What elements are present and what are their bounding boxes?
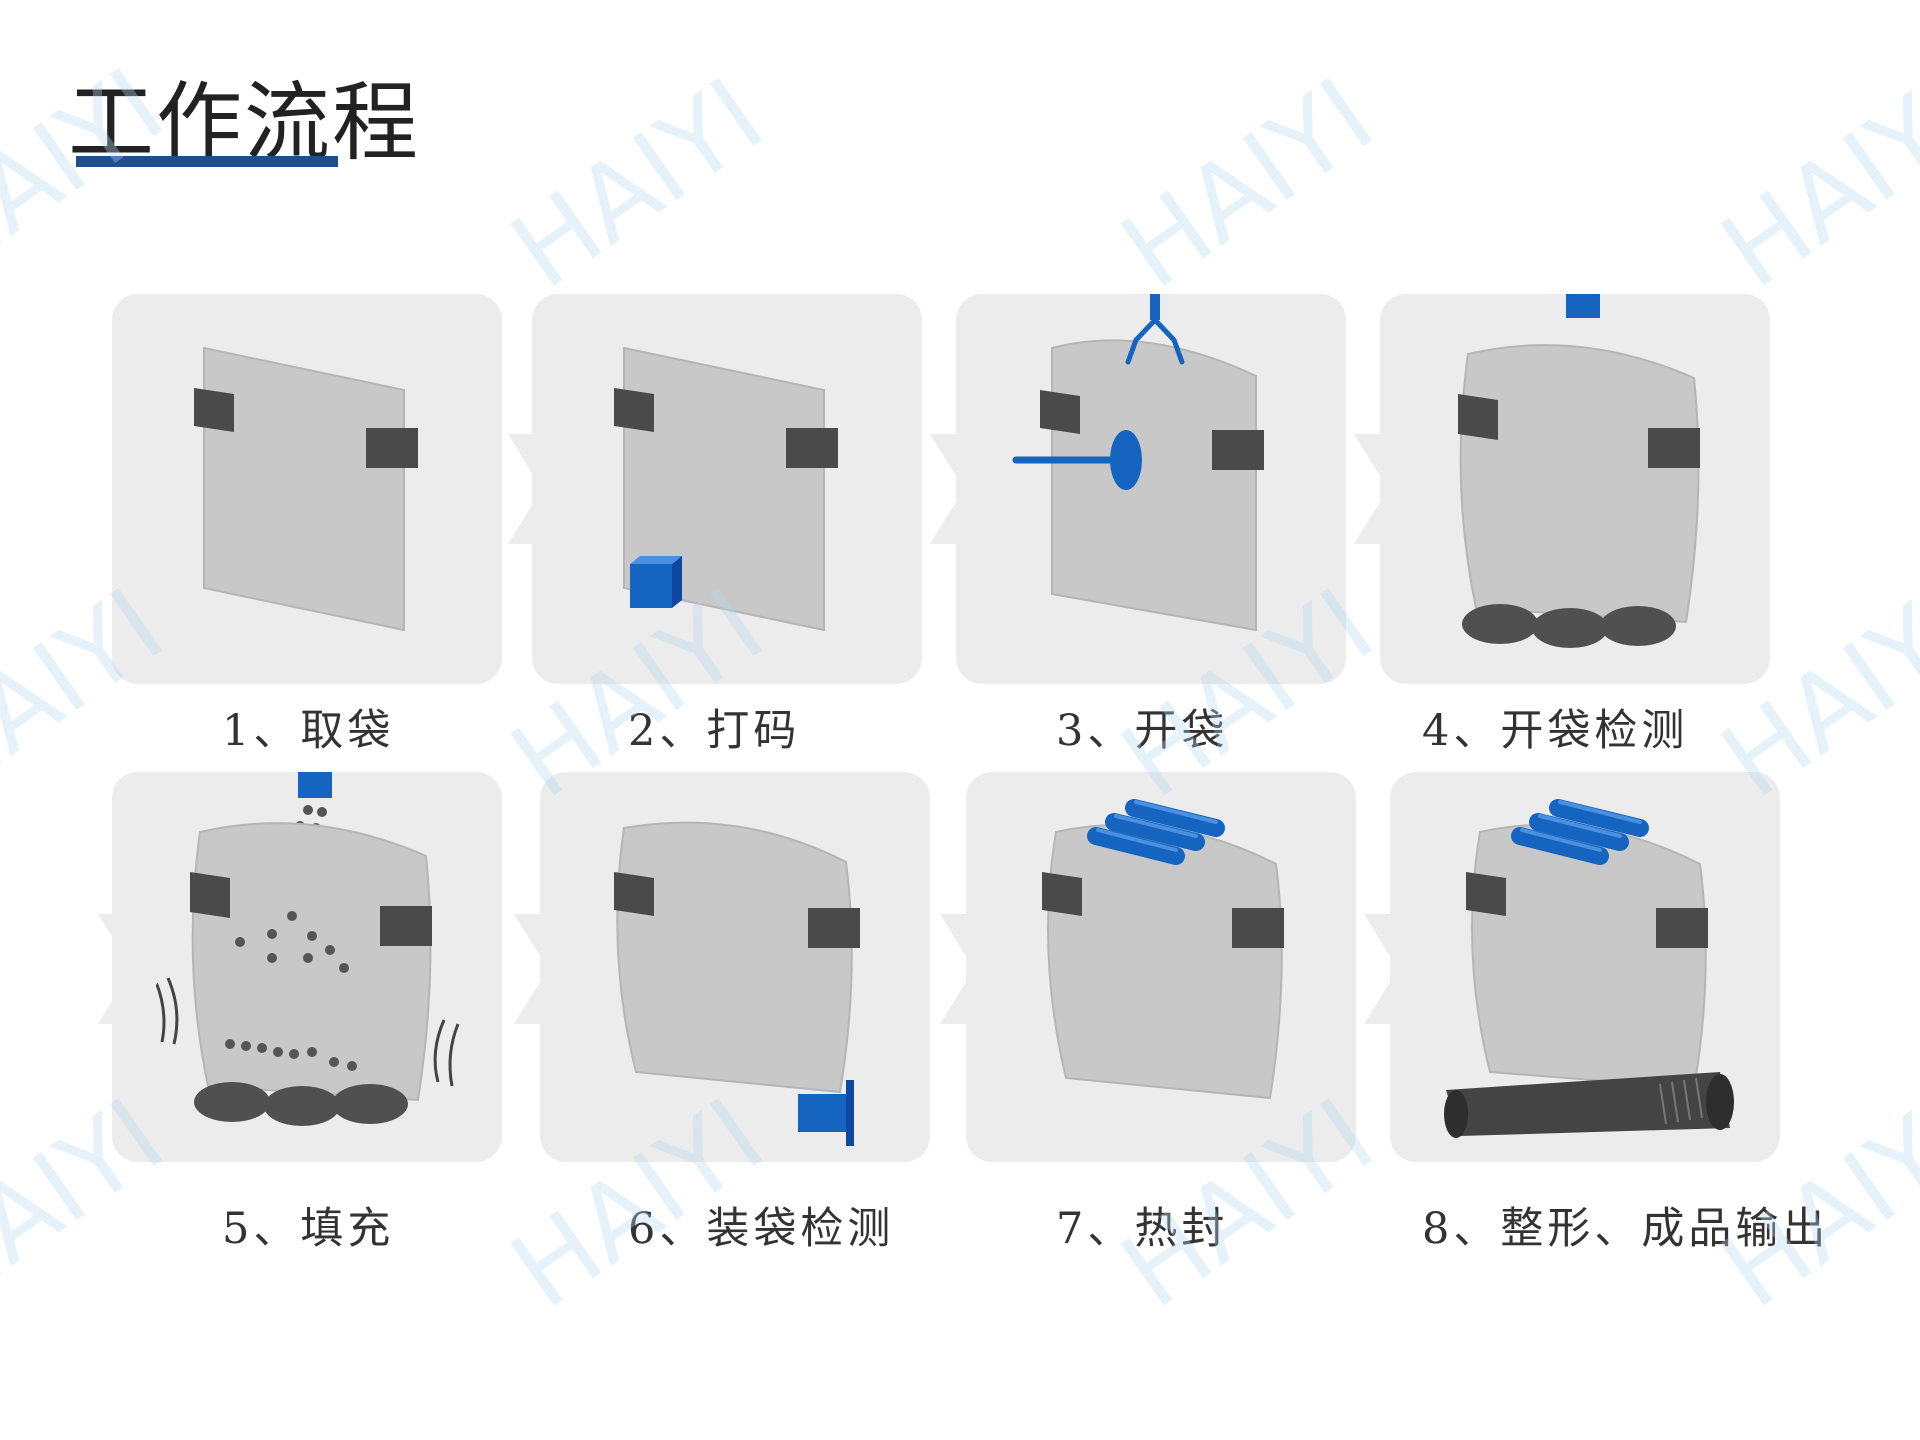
left-handle xyxy=(1040,390,1080,434)
right-handle xyxy=(1212,430,1264,470)
step-1-illustration xyxy=(194,346,418,632)
heat-sealing-bars-icon xyxy=(1511,799,1649,865)
left-handle xyxy=(190,872,230,918)
right-handle xyxy=(786,428,838,468)
step-1-card xyxy=(112,294,502,684)
step-5-label: 5、填充 xyxy=(222,1204,395,1254)
left-handle xyxy=(614,388,654,432)
suction-gripper-icon xyxy=(1125,294,1185,365)
bag-shape xyxy=(203,346,405,632)
left-handle xyxy=(194,388,234,432)
watermark: HAIYI xyxy=(490,54,785,312)
sensor-icon xyxy=(1566,294,1600,318)
step-5-card xyxy=(112,772,502,1162)
step-2-label: 2、打码 xyxy=(628,706,801,756)
step-1-label: 1、取袋 xyxy=(222,706,395,756)
arrow-4-5 xyxy=(98,914,166,1024)
step-3-label: 3、开袋 xyxy=(1056,706,1229,756)
step-4-label: 4、开袋检测 xyxy=(1422,706,1689,756)
step-6-card xyxy=(540,772,930,1162)
left-handle xyxy=(1042,872,1082,916)
title-underline xyxy=(76,156,338,167)
step-4-illustration xyxy=(1458,294,1700,648)
support-rollers xyxy=(1462,604,1676,648)
arrow-1-2 xyxy=(508,434,576,544)
step-8-illustration xyxy=(1444,799,1734,1138)
step-8-label: 8、整形、成品输出 xyxy=(1422,1204,1830,1254)
watermark: HAIYI xyxy=(1700,54,1920,312)
arrow-7-8 xyxy=(1364,914,1432,1024)
bag-shape xyxy=(1459,344,1700,624)
left-handle xyxy=(1466,872,1506,916)
heat-sealing-bars-icon xyxy=(1087,799,1225,865)
arrow-2-3 xyxy=(930,434,998,544)
step-5-illustration xyxy=(154,772,460,1126)
right-handle xyxy=(366,428,418,468)
step-3-card xyxy=(956,294,1346,684)
material-particles xyxy=(225,911,357,1071)
right-handle xyxy=(380,906,432,946)
arrow-5-6 xyxy=(514,914,582,1024)
step-2-card xyxy=(532,294,922,684)
vibrating-rollers xyxy=(194,1082,408,1126)
watermark: HAIYI xyxy=(1100,54,1395,312)
step-8-card xyxy=(1390,772,1780,1162)
arrow-6-7 xyxy=(940,914,1008,1024)
step-7-label: 7、热封 xyxy=(1056,1204,1229,1254)
vibration-lines xyxy=(154,977,460,1087)
bag-shape xyxy=(191,822,432,1102)
suction-cup-icon xyxy=(1012,430,1142,490)
step-7-card xyxy=(966,772,1356,1162)
right-handle xyxy=(808,908,860,948)
printer-icon xyxy=(630,556,682,608)
left-handle xyxy=(1458,394,1498,440)
conveyor-belt-icon xyxy=(1444,1072,1734,1138)
right-handle xyxy=(1656,908,1708,948)
bag-shape xyxy=(616,821,853,1094)
step-4-card xyxy=(1380,294,1770,684)
step-6-illustration xyxy=(614,821,860,1146)
bag-shape xyxy=(1051,339,1257,632)
step-2-illustration xyxy=(614,346,838,632)
bag-shape xyxy=(1047,823,1283,1100)
bag-shape xyxy=(1471,823,1707,1090)
left-handle xyxy=(614,872,654,916)
step-7-illustration xyxy=(1042,799,1284,1100)
right-handle xyxy=(1648,428,1700,468)
filling-nozzle-icon xyxy=(298,772,332,798)
weight-sensor-icon xyxy=(798,1080,854,1146)
step-3-illustration xyxy=(1012,294,1264,632)
step-6-label: 6、装袋检测 xyxy=(628,1204,895,1254)
right-handle xyxy=(1232,908,1284,948)
arrow-3-4 xyxy=(1354,434,1422,544)
